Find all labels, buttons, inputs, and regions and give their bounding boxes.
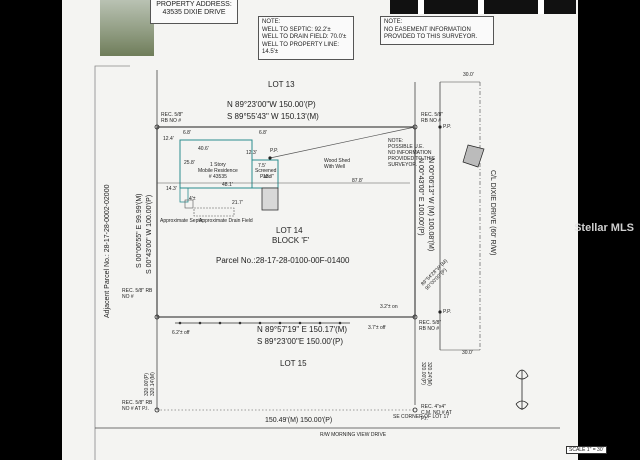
north-bearing-m: S 89°55'43" W 150.13'(M) <box>227 112 319 121</box>
rec-rod-nw: REC. 5/8" RB NO # <box>161 112 184 124</box>
dim-4: 4'± <box>189 196 196 202</box>
residence-label: 1 Story Mobile Residence # 43535 <box>198 162 238 180</box>
rec-rod-pi-west: REC. 5/8" RB NO # AT P.I. <box>122 400 153 412</box>
entry-steps <box>179 187 189 203</box>
shed-line: With Well <box>324 164 346 170</box>
iron-rods <box>154 124 418 413</box>
power-poles <box>268 125 442 314</box>
outer-frame-left <box>94 65 130 460</box>
morning-view-drive: R/W MORNING VIEW DRIVE <box>320 432 387 438</box>
drain-field <box>193 207 235 217</box>
west-bearing-m: S 00°06'55" E 99.99'(M) <box>136 193 143 269</box>
dim-37: 3.7'± off <box>368 325 386 331</box>
address-title: PROPERTY ADDRESS: <box>156 1 232 8</box>
dixie-drive-label: C/L DIXIE DRIVE (60' R/W) <box>489 170 496 256</box>
note-right-line: PROVIDED TO THIS SURVEYOR. <box>384 34 478 40</box>
west-bearing-p: S 00°43'00" W 100.00'(P) <box>146 194 153 274</box>
patio-line: Patio <box>260 174 272 180</box>
adjacent-parcel-label: Adjacent Parcel No.: 28-17-28-0002-02000 <box>104 184 111 318</box>
east-bearing-p: N 00°43'00" E 100.00'(P) <box>417 158 424 236</box>
dim-258: 25.8' <box>184 160 195 166</box>
note-left-line: WELL TO DRAIN FIELD: 70.0'± <box>262 34 347 40</box>
dim-32: 3.2'± on <box>380 304 398 310</box>
mls-watermark: Stellar MLS <box>574 222 634 234</box>
south-bearing-p: S 89°23'00"E 150.00'(P) <box>257 337 344 346</box>
se-corner-label: SE CORNER OF LOT 17 <box>393 414 450 420</box>
note-inner-line: NO INFORMATION <box>388 150 432 156</box>
utility-line <box>269 126 416 159</box>
dixie-marker <box>462 144 485 168</box>
pp-label-3: P.P. <box>270 148 279 154</box>
note-inner-line: PROVIDED TO THIS <box>388 156 435 162</box>
east-bearing-m: N 00°06'13" W (M) 100.08'(M) <box>427 158 434 252</box>
fence-posts <box>178 321 342 325</box>
shed-line: Wood Shed <box>324 158 351 164</box>
note-inner-title: NOTE: <box>388 138 404 144</box>
lot14-label: LOT 14 <box>276 226 303 235</box>
patio-line: Screened <box>255 168 277 174</box>
dim-878-label: 87.8' <box>352 178 363 184</box>
note-right-line: NO EASEMENT INFORMATION <box>384 26 471 33</box>
septic-tank <box>184 199 194 209</box>
road-width-top: 30.0' <box>463 72 474 78</box>
patio-label: Screened Patio <box>255 168 276 180</box>
north-bearing-p: N 89°23'00"W 150.00'(P) <box>227 100 316 109</box>
residence-line: Mobile Residence <box>198 168 238 174</box>
note-right: NOTE: NO EASEMENT INFORMATION PROVIDED T… <box>380 16 494 45</box>
shed-label: Wood Shed With Well <box>324 158 350 170</box>
septic-label: Approximate Septic <box>160 218 204 224</box>
note-left-title: NOTE: <box>262 19 281 25</box>
south-bearing-m: N 89°57'19" E 150.17'(M) <box>257 325 348 334</box>
rec-rod-ne: REC. 5/8" RB NO # <box>421 112 444 124</box>
scale-label: SCALE 1" = 30' <box>566 446 607 454</box>
address-value: 43535 DIXIE DRIVE <box>162 9 226 16</box>
top-dark-strip <box>390 0 576 14</box>
dim-62: 6.2'± off <box>172 330 190 336</box>
pp-label-1: P.P. <box>443 124 452 130</box>
dim-68a: 6.8' <box>183 130 191 136</box>
dim-124: 12.4' <box>163 136 174 142</box>
parcel-number: Parcel No.:28-17-28-0100-00F-01400 <box>216 256 350 265</box>
note-inner: NOTE: POSSIBLE U.E. NO INFORMATION PROVI… <box>388 138 435 168</box>
lot15-label: LOT 15 <box>280 359 307 368</box>
note-inner-line: POSSIBLE U.E. <box>388 144 424 150</box>
residence-line: # 43535 <box>208 174 227 180</box>
dim-137: 13.7' <box>263 174 274 180</box>
parcel-boundary <box>156 126 416 318</box>
wood-shed <box>261 187 279 211</box>
residence-line: 1 Story <box>209 162 226 168</box>
block-label: BLOCK 'F' <box>272 236 310 245</box>
property-photo <box>100 0 154 56</box>
drain-field-label: Approximate Drain Field <box>199 218 253 224</box>
note-left: NOTE: WELL TO SEPTIC: 92.2'± WELL TO DRA… <box>258 16 354 60</box>
rec-rod-se: REC. 5/8" RB NO # <box>419 320 442 332</box>
left-bottom-dimension: 320.00'(P) 320.14'(M) <box>144 372 156 396</box>
bottom-dimension: 150.49'(M) 150.00'(P) <box>265 417 333 424</box>
lot13-label: LOT 13 <box>268 80 295 89</box>
pp-label-2: P.P. <box>443 309 452 315</box>
note-right-title: NOTE: <box>384 19 403 25</box>
dim-481: 48.1' <box>222 182 233 188</box>
rec-monument-pi-east: REC. 4"x4" C.M. NO # AT P.I. <box>421 404 452 422</box>
dim-143: 14.3' <box>166 186 177 192</box>
dim-68b: 6.8' <box>259 130 267 136</box>
dim-406: 40.6' <box>198 146 209 152</box>
survey-sheet <box>62 0 578 460</box>
property-address-box: PROPERTY ADDRESS: 43535 DIXIE DRIVE <box>150 0 238 24</box>
road-width-bottom: 30.0' <box>462 350 473 356</box>
north-arrow <box>515 369 529 410</box>
note-left-line: WELL TO PROPERTY LINE: 14.5'± <box>262 41 340 56</box>
rec-rod-sw: REC. 5/8" RB NO # <box>122 288 153 300</box>
right-bottom-dimension: 320.24'(M) 320.00'(P) <box>420 362 432 386</box>
dim-75: 7.5' <box>258 163 266 169</box>
note-left-line: WELL TO SEPTIC: 92.2'± <box>262 26 331 33</box>
dim-217: 21.7' <box>232 200 243 206</box>
dim-123: 12.3' <box>246 150 257 156</box>
note-inner-line: SURVEYOR. <box>388 162 418 168</box>
